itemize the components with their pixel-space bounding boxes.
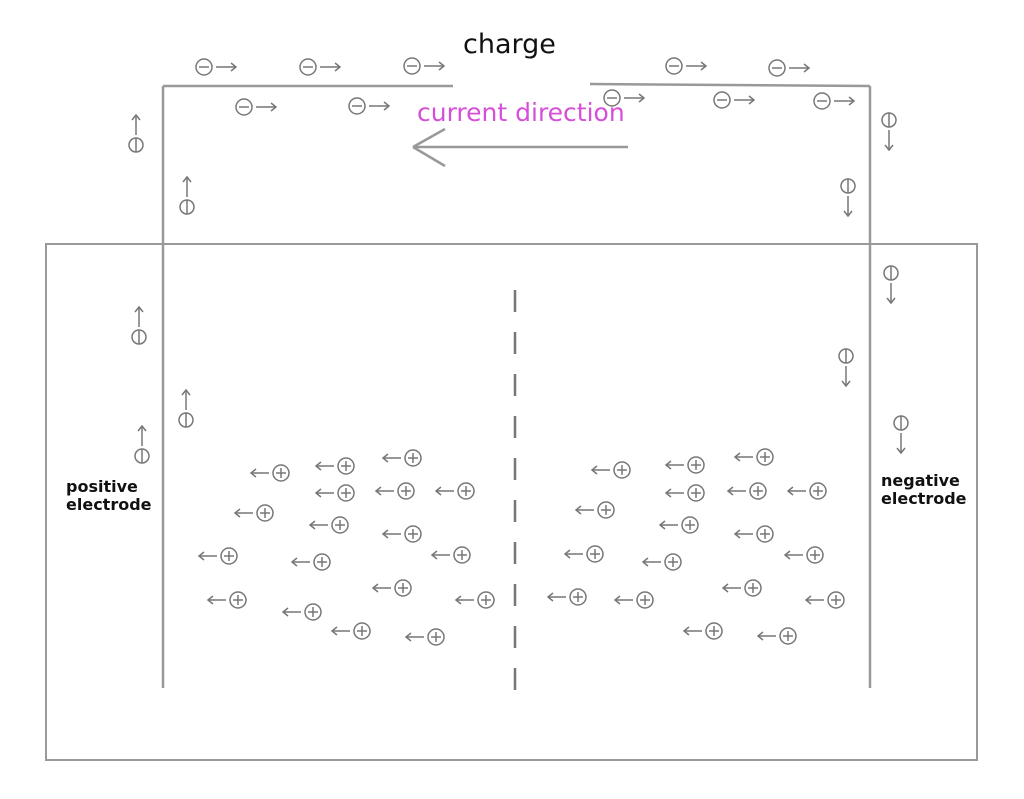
positive-ion-symbol: [197, 547, 238, 565]
positive-ion-symbol: [381, 525, 422, 543]
positive-ion-symbol: [804, 591, 845, 609]
positive-ion-symbol: [733, 448, 774, 466]
negative-electrode-charge-symbol: [893, 415, 909, 455]
electron-symbol: [195, 58, 238, 76]
positive-ion-symbol: [381, 449, 422, 467]
electron-symbol: [665, 57, 708, 75]
positive-ion-symbol: [658, 516, 699, 534]
negative-electrode-charge-symbol: [883, 265, 899, 305]
negative-electrode-label: negative electrode: [881, 472, 967, 507]
current-direction-arrow: [412, 127, 628, 168]
positive-ion-symbol: [314, 457, 355, 475]
positive-ion-symbol: [641, 553, 682, 571]
positive-ion-symbol: [783, 546, 824, 564]
positive-ion-symbol: [664, 456, 705, 474]
positive-ion-symbol: [290, 553, 331, 571]
electrolytic-tank: [45, 243, 978, 761]
electron-symbol: [403, 57, 446, 75]
positive-ion-symbol: [682, 622, 723, 640]
negative-electrode-label-line1: negative: [881, 471, 960, 490]
positive-ion-symbol: [574, 501, 615, 519]
electron-symbol: [603, 89, 646, 107]
electron-symbol: [768, 59, 811, 77]
negative-electrode-label-line2: electrode: [881, 488, 967, 508]
charge-label: charge: [463, 29, 556, 60]
positive-electrode-charge-symbol: [179, 175, 195, 215]
positive-ion-symbol: [371, 579, 412, 597]
positive-ion-symbol: [404, 628, 445, 646]
positive-ion-symbol: [374, 482, 415, 500]
electron-symbol: [813, 92, 856, 110]
positive-ion-symbol: [281, 603, 322, 621]
positive-ion-symbol: [233, 504, 274, 522]
positive-ion-symbol: [721, 579, 762, 597]
negative-electrode-charge-symbol: [840, 178, 856, 218]
positive-ion-symbol: [733, 525, 774, 543]
positive-electrode-label-line2: electrode: [66, 494, 152, 514]
positive-ion-symbol: [454, 591, 495, 609]
positive-ion-symbol: [664, 484, 705, 502]
positive-electrode-label-line1: positive: [66, 477, 138, 496]
positive-electrode-label: positive electrode: [66, 478, 152, 513]
positive-ion-symbol: [314, 484, 355, 502]
positive-ion-symbol: [563, 545, 604, 563]
positive-ion-symbol: [308, 516, 349, 534]
positive-ion-symbol: [726, 482, 767, 500]
electron-symbol: [299, 58, 342, 76]
positive-ion-symbol: [590, 461, 631, 479]
positive-electrode-charge-symbol: [128, 113, 144, 153]
electron-symbol: [348, 97, 391, 115]
charge-symbols: [128, 57, 909, 646]
positive-electrode-charge-symbol: [134, 424, 150, 464]
positive-ion-symbol: [434, 482, 475, 500]
positive-ion-symbol: [330, 622, 371, 640]
positive-electrode-charge-symbol: [131, 305, 147, 345]
electron-symbol: [235, 98, 278, 116]
electron-symbol: [713, 91, 756, 109]
positive-ion-symbol: [430, 546, 471, 564]
negative-electrode-charge-symbol: [838, 348, 854, 388]
positive-ion-symbol: [756, 627, 797, 645]
positive-ion-symbol: [613, 591, 654, 609]
positive-ion-symbol: [546, 588, 587, 606]
positive-ion-symbol: [249, 464, 290, 482]
wire-right: [589, 82, 871, 88]
positive-ion-symbol: [206, 591, 247, 609]
positive-ion-symbol: [786, 482, 827, 500]
positive-electrode-charge-symbol: [178, 388, 194, 428]
negative-electrode-charge-symbol: [881, 112, 897, 152]
current-direction-label: current direction: [417, 98, 625, 127]
